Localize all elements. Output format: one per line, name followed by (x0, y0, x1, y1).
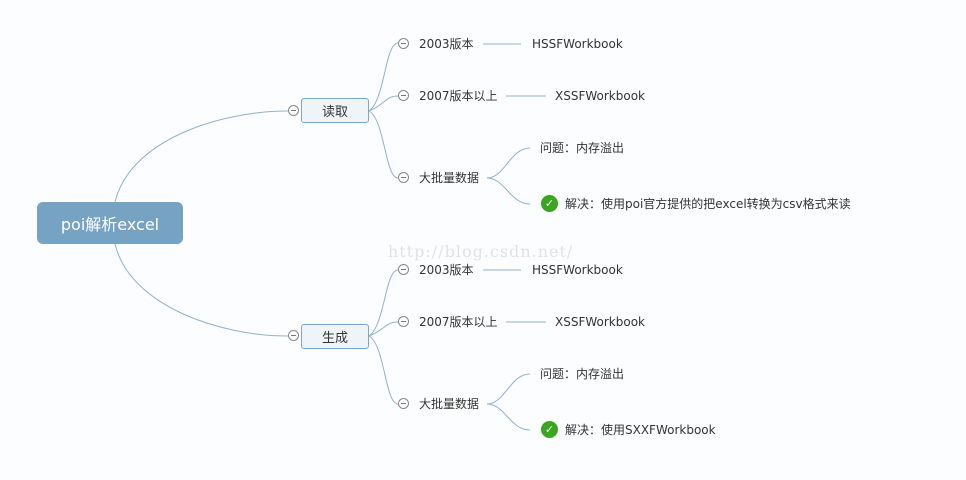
node-solution[interactable]: 解决：使用poi官方提供的把excel转换为csv格式来读 (565, 197, 851, 211)
node-problem[interactable]: 问题：内存溢出 (540, 367, 625, 381)
node-xssf[interactable]: XSSFWorkbook (555, 315, 645, 329)
node-solution[interactable]: 解决：使用SXXFWorkbook (565, 423, 716, 437)
check-icon: ✓ (541, 421, 558, 438)
branch-node-read[interactable]: 读取 (301, 98, 369, 123)
collapse-icon[interactable] (398, 264, 409, 275)
collapse-icon[interactable] (398, 38, 409, 49)
node-xssf[interactable]: XSSFWorkbook (555, 89, 645, 103)
collapse-icon[interactable] (398, 316, 409, 327)
node-2003[interactable]: 2003版本 (419, 37, 474, 51)
node-2007[interactable]: 2007版本以上 (419, 89, 498, 103)
connector-root-read (114, 110, 289, 203)
node-2003[interactable]: 2003版本 (419, 263, 474, 277)
watermark: http://blog.csdn.net/ (388, 242, 574, 261)
connectors-read (368, 42, 546, 205)
node-2007[interactable]: 2007版本以上 (419, 315, 498, 329)
node-problem[interactable]: 问题：内存溢出 (540, 141, 625, 155)
collapse-icon[interactable] (288, 105, 299, 116)
node-hssf[interactable]: HSSFWorkbook (532, 263, 623, 277)
connector-root-generate (114, 243, 289, 337)
collapse-icon[interactable] (398, 398, 409, 409)
root-node[interactable]: poi解析excel (37, 202, 183, 244)
collapse-icon[interactable] (398, 172, 409, 183)
check-icon: ✓ (541, 195, 558, 212)
branch-node-generate[interactable]: 生成 (301, 324, 369, 349)
collapse-icon[interactable] (288, 330, 299, 341)
node-big-data[interactable]: 大批量数据 (419, 171, 480, 185)
node-hssf[interactable]: HSSFWorkbook (532, 37, 623, 51)
connectors-generate (368, 269, 546, 431)
collapse-icon[interactable] (398, 90, 409, 101)
node-big-data[interactable]: 大批量数据 (419, 397, 480, 411)
